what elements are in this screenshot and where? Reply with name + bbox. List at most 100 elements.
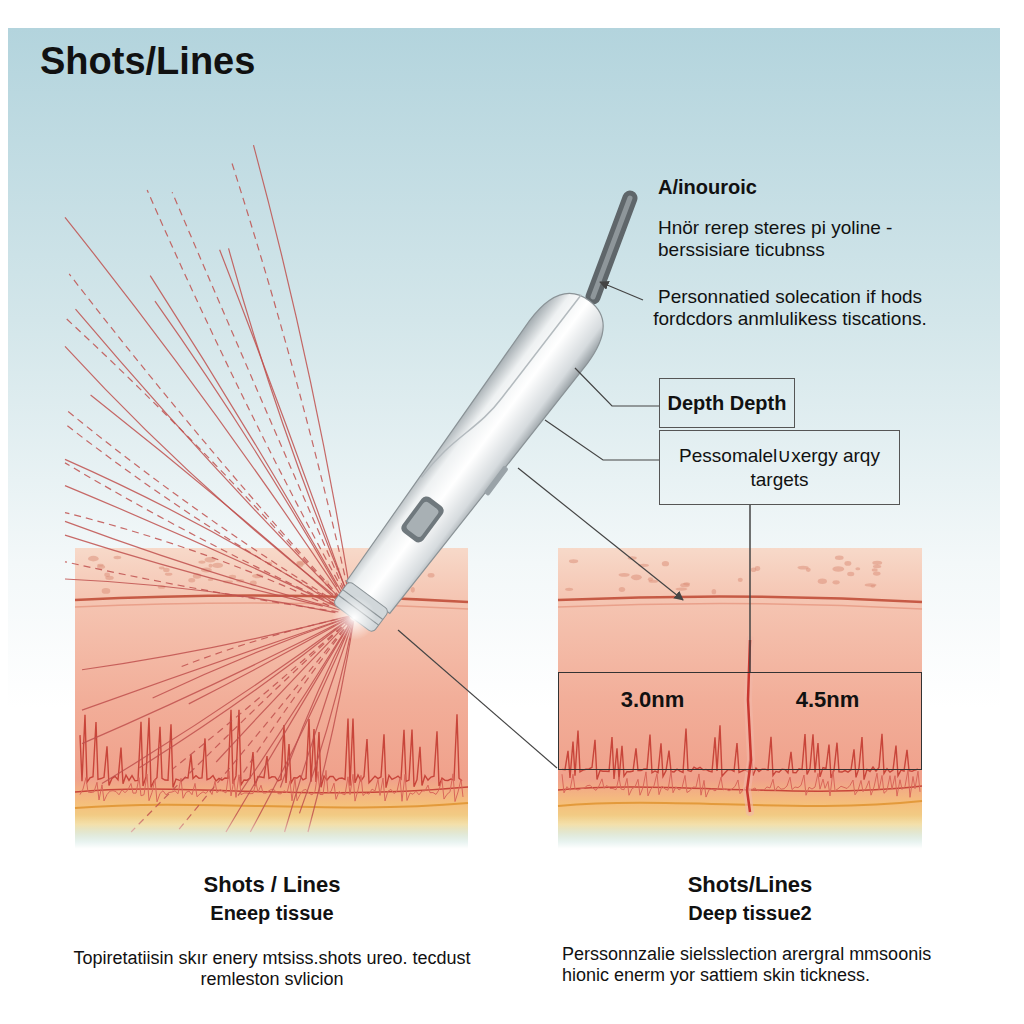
measurement-value: 4.5nm (796, 687, 860, 714)
energy-beam (65, 535, 323, 606)
energy-beam (65, 217, 345, 601)
connector-line (749, 505, 751, 672)
skin-pore (188, 578, 195, 582)
skin-pore (165, 573, 173, 576)
skin-pore (872, 568, 878, 571)
skin-pore (619, 587, 625, 592)
energy-beam (172, 192, 344, 589)
skin-pore (159, 567, 165, 570)
leader-line (545, 420, 659, 460)
skin-pore (680, 583, 689, 587)
skin-pore (97, 564, 103, 567)
tip-glow (332, 596, 376, 640)
energy-beam (232, 162, 348, 587)
device-button (484, 465, 509, 496)
skin-pore (835, 555, 844, 559)
box-text: Depth Depth (668, 391, 787, 415)
energy-beam (139, 618, 350, 767)
leader-line (398, 630, 557, 768)
measurement-value: 3.0nm (621, 687, 685, 714)
panel-subcaption: Deep tissue2 (550, 902, 950, 925)
device-rod-highlight (593, 198, 630, 297)
callout-text: Personnatied solecation if hods fordcdor… (650, 286, 930, 330)
background (8, 28, 1000, 1000)
energy-waveforms (80, 710, 920, 802)
skin-pore (198, 560, 205, 563)
panel-caption: Shots/Lines (550, 872, 950, 897)
energy-beam (155, 301, 337, 587)
skin-pore (428, 573, 435, 578)
energy-beam (102, 618, 350, 783)
callout-text: Hnör rerep steres pi yoline - berssisiar… (658, 217, 963, 261)
skin-pore (844, 561, 851, 566)
energy-beam (177, 620, 352, 832)
energy-beam (65, 346, 333, 594)
panel-caption: Shots / Lines (72, 872, 472, 897)
energy-beam (147, 190, 343, 591)
energy-beam (299, 621, 353, 814)
skin-layers (75, 554, 922, 808)
skin-pore (104, 573, 110, 577)
energy-beam (65, 486, 341, 609)
energy-beam (173, 619, 351, 769)
skin-panel (558, 548, 922, 852)
energy-waveform (562, 770, 920, 797)
energy-waveform (80, 770, 463, 801)
label-box: Pessomalel∪xergy arqy targets (659, 430, 900, 505)
skin-pore (569, 559, 578, 563)
skin-pore (797, 566, 808, 570)
energy-beams (65, 145, 354, 832)
energy-beam (82, 618, 350, 744)
epidermis-line (558, 603, 922, 609)
energy-beam (238, 620, 352, 796)
energy-beam (189, 618, 350, 704)
skin-pore (565, 588, 573, 591)
energy-beam (250, 620, 352, 832)
device-window-glass (405, 500, 440, 538)
energy-beam (229, 248, 348, 593)
skin-pore (873, 571, 881, 575)
skin-pore (873, 565, 881, 568)
device-rod (593, 198, 630, 297)
description-text: Perssonnzalie sielsslection arergral mms… (562, 944, 952, 985)
energy-beam (65, 579, 335, 613)
energy-waveform (562, 725, 918, 779)
measurement-box: 3.0nm 4.5nm (558, 672, 922, 770)
epidermis-line (75, 603, 468, 609)
skin-pore (619, 573, 630, 577)
description-text: Topiretatiisin skır enery mtsiss.shots u… (72, 948, 472, 989)
leader-arrow (600, 282, 643, 300)
energy-beam (65, 409, 338, 603)
energy-beam (76, 309, 341, 599)
skin-pore (662, 561, 669, 566)
energy-beam (308, 621, 354, 832)
skin-pore (871, 585, 876, 588)
skin-pore (675, 588, 687, 591)
leader-line (575, 368, 659, 406)
skin-pore (102, 588, 111, 594)
skin-pore (832, 566, 844, 572)
callout-heading: A/inouroic (658, 176, 958, 199)
device-seam (421, 283, 581, 488)
label-box: Depth Depth (659, 378, 795, 428)
skin-pore (712, 589, 717, 594)
skin-pore (631, 574, 642, 580)
skin-pore (855, 567, 860, 570)
panel-fade (70, 815, 930, 860)
device-window (399, 494, 446, 545)
skin-pore (212, 563, 223, 568)
energy-beam (285, 621, 354, 832)
diagram-title: Shots/Lines (40, 40, 255, 84)
skin-pore (847, 572, 854, 577)
handheld-device (324, 279, 618, 640)
skin-pore (872, 561, 882, 565)
energy-beam (82, 616, 349, 670)
skin-pore (818, 579, 827, 585)
skin-pore (833, 580, 840, 584)
skin-pore (648, 577, 653, 581)
fat-layer-line (75, 803, 468, 808)
energy-beam (91, 395, 337, 600)
